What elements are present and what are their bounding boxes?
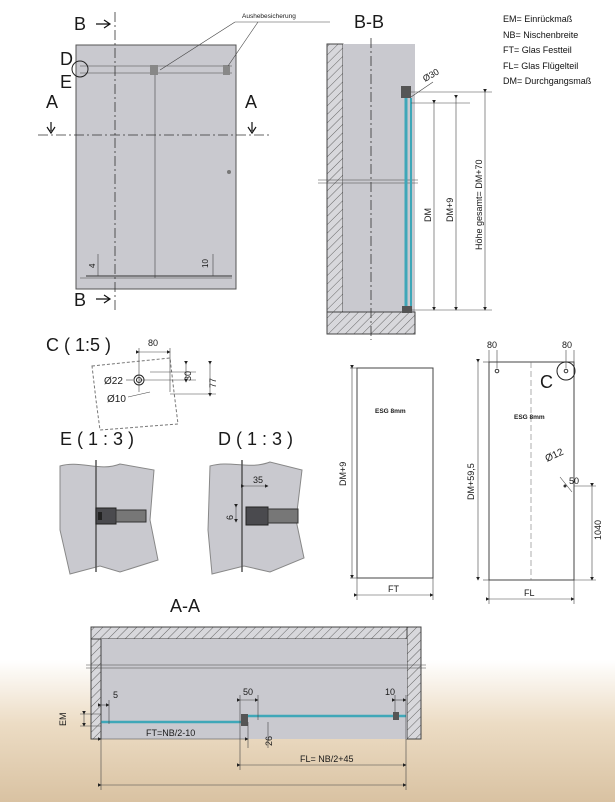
bb-dim-d30: Ø30 <box>421 67 441 84</box>
section-b-top-label: B <box>74 14 86 34</box>
detail-c-title: C ( 1:5 ) <box>46 335 111 355</box>
detail-e-title: E ( 1 : 3 ) <box>60 429 134 449</box>
section-bb <box>318 38 492 340</box>
detail-d-title: D ( 1 : 3 ) <box>218 429 293 449</box>
c-dim-77: 77 <box>208 378 218 388</box>
aa-dim-50: 50 <box>243 687 253 697</box>
detail-e-marker: E <box>60 72 72 92</box>
front-dim-10: 10 <box>201 259 210 268</box>
fl-dim-80-left: 80 <box>487 340 497 350</box>
section-a-left-label: A <box>46 92 58 112</box>
front-dim-4: 4 <box>88 263 97 268</box>
aa-dim-26: 26 <box>264 736 274 746</box>
detail-c <box>91 348 216 431</box>
detail-c-marker: C <box>540 372 553 392</box>
fl-dim-width: FL <box>524 588 535 598</box>
legend-item-ft: FT= Glas Festteil <box>503 45 572 55</box>
ft-dim-height: DM+9 <box>338 462 348 486</box>
ft-dim-width: FT <box>388 584 399 594</box>
section-aa-title: A-A <box>170 596 200 616</box>
section-aa <box>80 626 426 790</box>
c-dim-30: 30 <box>183 371 193 381</box>
fl-glass-spec: ESG 8mm <box>514 414 545 421</box>
detail-d <box>207 460 305 575</box>
aushebesicherung-label: Aushebesicherung <box>242 13 296 20</box>
aa-dim-5: 5 <box>113 690 118 700</box>
bb-dim-dm9: DM+9 <box>445 198 455 222</box>
legend-item-nb: NB= Nischenbreite <box>503 29 579 40</box>
bb-dim-dm: DM <box>423 208 433 222</box>
c-dim-d10: Ø10 <box>107 394 126 405</box>
detail-d-marker: D <box>60 49 73 69</box>
ft-glass-spec: ESG 8mm <box>375 408 406 415</box>
d-dim-6: 6 <box>225 515 235 520</box>
d-dim-35: 35 <box>253 475 263 485</box>
section-a-right-label: A <box>245 92 257 112</box>
section-bb-title: B-B <box>354 12 384 32</box>
legend-item-dm: DM= Durchgangsmaß <box>503 76 592 86</box>
glass-ft <box>350 365 434 600</box>
aa-dim-ft: FT=NB/2-10 <box>146 728 195 738</box>
bb-dim-total-height: Höhe gesamt= DM+70 <box>474 159 484 250</box>
detail-e <box>59 460 159 575</box>
fl-dim-50: 50 <box>569 476 579 486</box>
glass-fl <box>476 350 596 604</box>
fl-dim-height: DM+59,5 <box>466 463 476 500</box>
legend-item-em: EM= Einrückmaß <box>503 14 573 24</box>
c-dim-80: 80 <box>148 338 158 348</box>
abbreviation-legend: EM= Einrückmaß NB= Nischenbreite FT= Gla… <box>503 12 613 90</box>
aa-dim-fl: FL= NB/2+45 <box>300 754 354 764</box>
aa-dim-10: 10 <box>385 687 395 697</box>
legend-item-fl: FL= Glas Flügelteil <box>503 60 579 71</box>
c-dim-d22: Ø22 <box>104 376 123 387</box>
fl-dim-1040: 1040 <box>593 520 603 540</box>
section-b-bottom-label: B <box>74 290 86 310</box>
front-view <box>38 12 330 312</box>
fl-dim-80-right: 80 <box>562 340 572 350</box>
aa-dim-em: EM <box>58 713 68 727</box>
